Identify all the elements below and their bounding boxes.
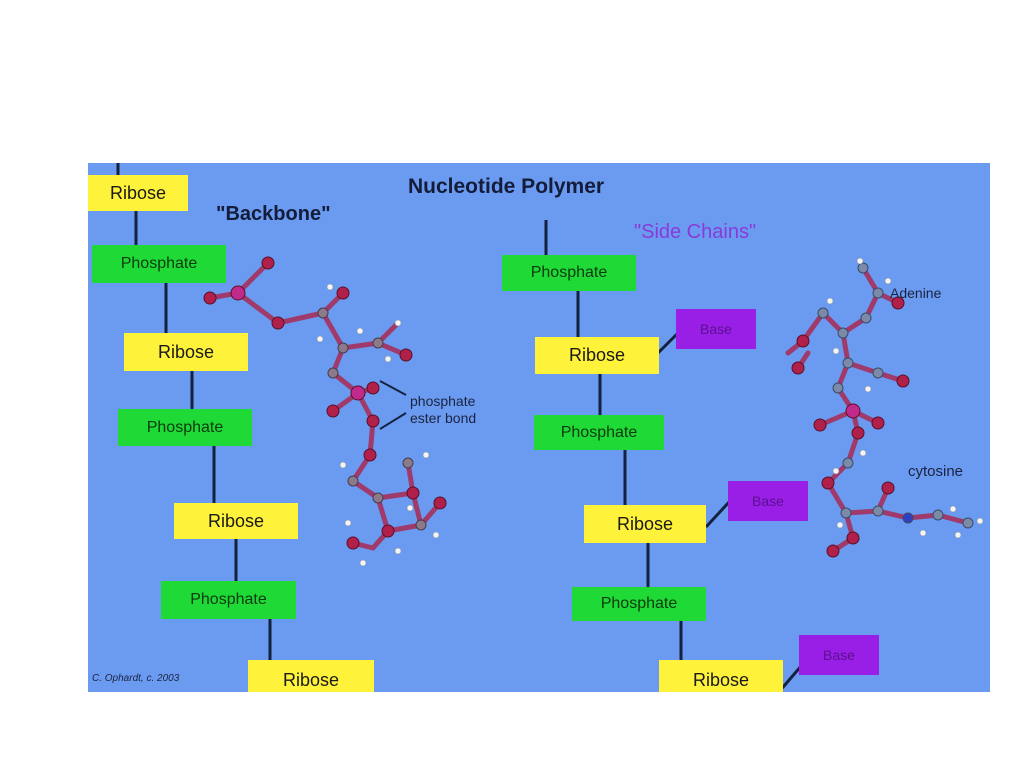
diagram-title: Nucleotide Polymer: [408, 175, 605, 198]
cytosine-label: cytosine: [908, 463, 964, 480]
phosphate-box: Phosphate: [92, 245, 226, 283]
ester-bond-label: phosphate ester bond: [410, 393, 476, 427]
ester-bond-label-line1: phosphate: [410, 393, 476, 409]
phosphate-box: Phosphate: [161, 581, 296, 619]
ester-bond-label-line2: ester bond: [410, 410, 477, 426]
ribose-box: Ribose: [248, 660, 374, 692]
left-chain-connectors: [116, 163, 272, 660]
left-molecule-model: [203, 256, 447, 567]
right-molecule-model: [785, 257, 984, 558]
credit-label: C. Ophardt, c. 2003: [92, 673, 180, 684]
base-box: Base: [728, 481, 808, 521]
ribose-box: Ribose: [174, 503, 298, 539]
backbone-label: "Backbone": [216, 203, 331, 225]
ribose-box: Ribose: [124, 333, 248, 371]
phosphate-box: Phosphate: [118, 409, 252, 446]
ribose-box: Ribose: [584, 505, 706, 543]
ribose-box: Ribose: [659, 660, 783, 692]
phosphate-box: Phosphate: [534, 415, 664, 450]
phosphate-box: Phosphate: [572, 587, 706, 621]
ester-bond-pointers: [379, 380, 407, 430]
side-chains-label: "Side Chains": [634, 221, 757, 243]
nucleotide-polymer-image: Nucleotide Polymer "Backbone" "Side Chai…: [88, 163, 990, 692]
phosphate-box: Phosphate: [502, 255, 636, 291]
ribose-box: Ribose: [535, 337, 659, 374]
ribose-box: Ribose: [88, 175, 188, 211]
diagram-lines: [116, 163, 984, 692]
base-box: Base: [799, 635, 879, 675]
base-box: Base: [676, 309, 756, 349]
adenine-label: Adenine: [890, 285, 942, 301]
